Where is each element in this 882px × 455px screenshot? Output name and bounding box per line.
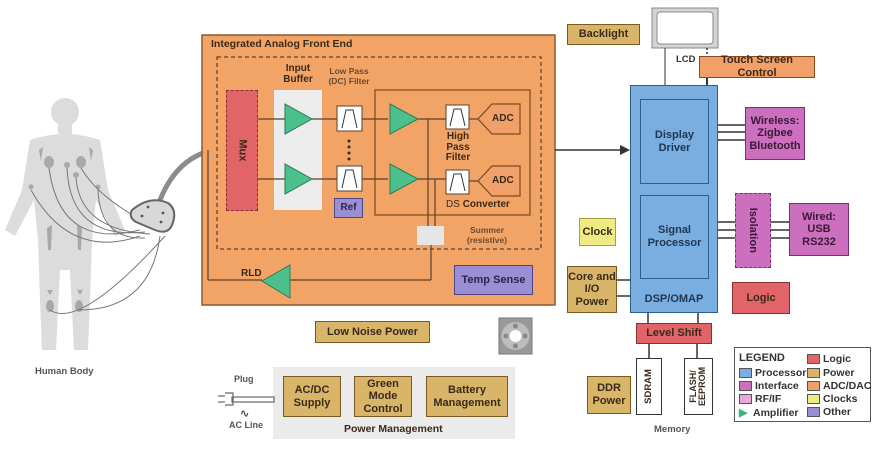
sdram-block[interactable]: SDRAM — [636, 358, 662, 415]
level-shift-block[interactable]: Level Shift — [636, 323, 712, 344]
adc-2-label: ADC — [492, 175, 514, 186]
rf-if-swatch — [739, 394, 752, 404]
wired-block[interactable]: Wired: USB RS232 — [789, 203, 849, 256]
afe-title: Integrated Analog Front End — [211, 38, 353, 50]
touch-screen-control-block[interactable]: Touch Screen Control — [699, 54, 815, 79]
mux-block[interactable]: Mux — [226, 90, 258, 211]
legend-item-logic: Logic — [807, 353, 851, 365]
ref-block[interactable]: Ref — [334, 198, 363, 218]
power-management-title: Power Management — [344, 423, 443, 435]
legend-label: Other — [823, 406, 852, 418]
electrode-connector — [129, 199, 176, 233]
backlight-block[interactable]: Backlight — [567, 24, 640, 45]
battery-management-block[interactable]: Battery Management — [426, 376, 508, 417]
flash-eeprom-label: FLASH/ EEPROM — [688, 366, 708, 407]
sdram-label: SDRAM — [642, 369, 654, 404]
mux-label: Mux — [236, 139, 249, 162]
legend-item-power: Power — [807, 367, 855, 379]
memory-label: Memory — [654, 424, 691, 435]
isolation-label: Isolation — [747, 207, 760, 254]
logic-block[interactable]: Logic — [732, 282, 790, 314]
logic-swatch — [807, 354, 820, 364]
summer-label: Summer (resistive) — [466, 225, 508, 246]
legend-item-rf-if: RF/IF — [739, 393, 781, 405]
power-swatch — [807, 368, 820, 378]
interface-swatch — [739, 381, 752, 391]
legend-label: Power — [823, 367, 855, 379]
legend-label: Logic — [823, 353, 851, 365]
adc-1-label: ADC — [492, 113, 514, 124]
plug-icon — [218, 392, 275, 406]
human-body-label: Human Body — [35, 366, 94, 377]
input-buffer-label: Input Buffer — [283, 63, 313, 85]
green-mode-control-block[interactable]: Green Mode Control — [354, 376, 412, 417]
legend: LEGEND Processor Interface RF/IF ▶ Amplif… — [734, 347, 871, 422]
other-swatch — [807, 407, 820, 417]
ac-line-label: AC Line — [229, 420, 264, 430]
adc-shapes — [477, 103, 521, 197]
legend-item-processor: Processor — [739, 367, 806, 379]
ac-symbol: ∿ — [240, 408, 250, 420]
legend-item-clocks: Clocks — [807, 393, 857, 405]
adc-dac-swatch — [807, 381, 820, 391]
legend-title: LEGEND — [739, 352, 785, 364]
ds-converter-label: DS Converter — [446, 199, 510, 210]
ds-converter-text: Converter — [462, 199, 510, 210]
low-pass-filter-label: Low Pass (DC) Filter — [328, 66, 370, 86]
electrode-leads — [30, 167, 166, 314]
flash-eeprom-block[interactable]: FLASH/ EEPROM — [684, 358, 713, 415]
amplifier-triangle-icon: ▶ — [739, 407, 748, 419]
ac-dc-supply-block[interactable]: AC/DC Supply — [283, 376, 341, 417]
clocks-swatch — [807, 394, 820, 404]
core-io-power-block[interactable]: Core and I/O Power — [567, 266, 617, 313]
legend-label: ADC/DAC — [823, 380, 872, 392]
legend-label: RF/IF — [755, 393, 782, 405]
temp-sense-block[interactable]: Temp Sense — [454, 265, 533, 295]
legend-label: Interface — [755, 380, 799, 392]
legend-item-other: Other — [807, 406, 851, 418]
legend-item-interface: Interface — [739, 380, 799, 392]
human-body-silhouette — [5, 98, 125, 350]
clock-block[interactable]: Clock — [579, 218, 616, 246]
afe-dashed-region — [216, 56, 542, 250]
legend-item-adc-dac: ADC/DAC — [807, 380, 871, 392]
dsp-omap-label: DSP/OMAP — [644, 293, 704, 306]
fan-icon — [498, 317, 533, 355]
summer-block — [417, 226, 444, 245]
lcd-label: LCD — [676, 54, 696, 65]
plug-label: Plug — [234, 374, 254, 384]
display-driver-block[interactable]: Display Driver — [640, 99, 709, 184]
ds-prefix: DS — [446, 199, 460, 210]
legend-item-amplifier: ▶ Amplifier — [739, 406, 799, 420]
ddr-power-block[interactable]: DDR Power — [587, 376, 631, 414]
signal-processor-block[interactable]: Signal Processor — [640, 195, 709, 279]
high-pass-filter-label: High Pass Filter — [445, 131, 471, 163]
wireless-block[interactable]: Wireless: Zigbee Bluetooth — [745, 107, 805, 160]
amplifier-icons — [261, 103, 420, 299]
low-noise-power-block[interactable]: Low Noise Power — [315, 321, 430, 343]
rld-label: RLD — [241, 268, 262, 279]
isolation-block[interactable]: Isolation — [735, 193, 771, 268]
legend-label: Processor — [755, 367, 807, 379]
processor-swatch — [739, 368, 752, 378]
legend-label: Amplifier — [753, 406, 799, 419]
legend-label: Clocks — [823, 393, 858, 405]
